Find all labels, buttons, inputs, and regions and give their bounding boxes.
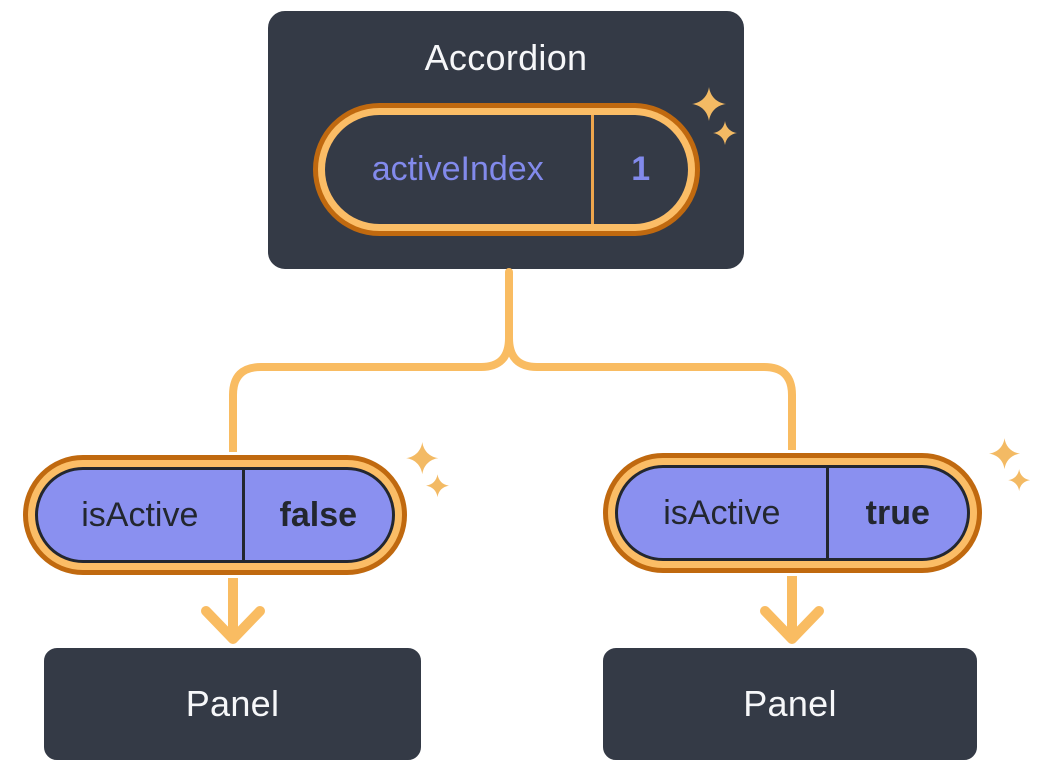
panel-left-title: Panel: [185, 683, 280, 724]
isactive-prop-pill-right: isActive true: [600, 450, 985, 576]
sparkle-big-star: [406, 442, 439, 475]
state-name-label: activeIndex: [371, 150, 544, 188]
sparkle-small-star: [426, 474, 449, 498]
sparkle-small-star: [1008, 469, 1031, 492]
accordion-node: Accordion activeIndex 1: [265, 8, 747, 272]
prop-pill-left-inner-ring: isActive false: [28, 460, 402, 570]
tree-connector-line: [229, 268, 796, 460]
prop-pill-right-divider: [825, 468, 829, 558]
isactive-prop-pill-left: isActive false: [20, 452, 410, 578]
state-value-label: 1: [631, 150, 651, 188]
prop-pill-left-divider: [241, 470, 245, 560]
sparkle-icon: [989, 438, 1031, 492]
prop-pill-right-inner-ring: isActive true: [608, 458, 977, 568]
right-arrow: [760, 571, 824, 644]
sparkle-icon: [406, 442, 449, 498]
state-pill-inner-ring: activeIndex 1: [317, 108, 695, 231]
prop-name-label-left: isActive: [81, 495, 199, 534]
left-arrow: [201, 573, 265, 644]
sparkle-big-star: [989, 438, 1021, 470]
panel-right-title: Panel: [743, 683, 837, 724]
accordion-title: Accordion: [424, 37, 588, 78]
prop-name-label-right: isActive: [663, 493, 781, 532]
prop-value-label-left: false: [279, 495, 358, 534]
panel-node-right: Panel: [600, 645, 980, 763]
activeindex-state-pill: activeIndex 1: [312, 103, 700, 236]
panel-node-left: Panel: [41, 645, 424, 763]
prop-value-label-right: true: [865, 493, 930, 532]
state-pill-divider: [590, 115, 594, 224]
